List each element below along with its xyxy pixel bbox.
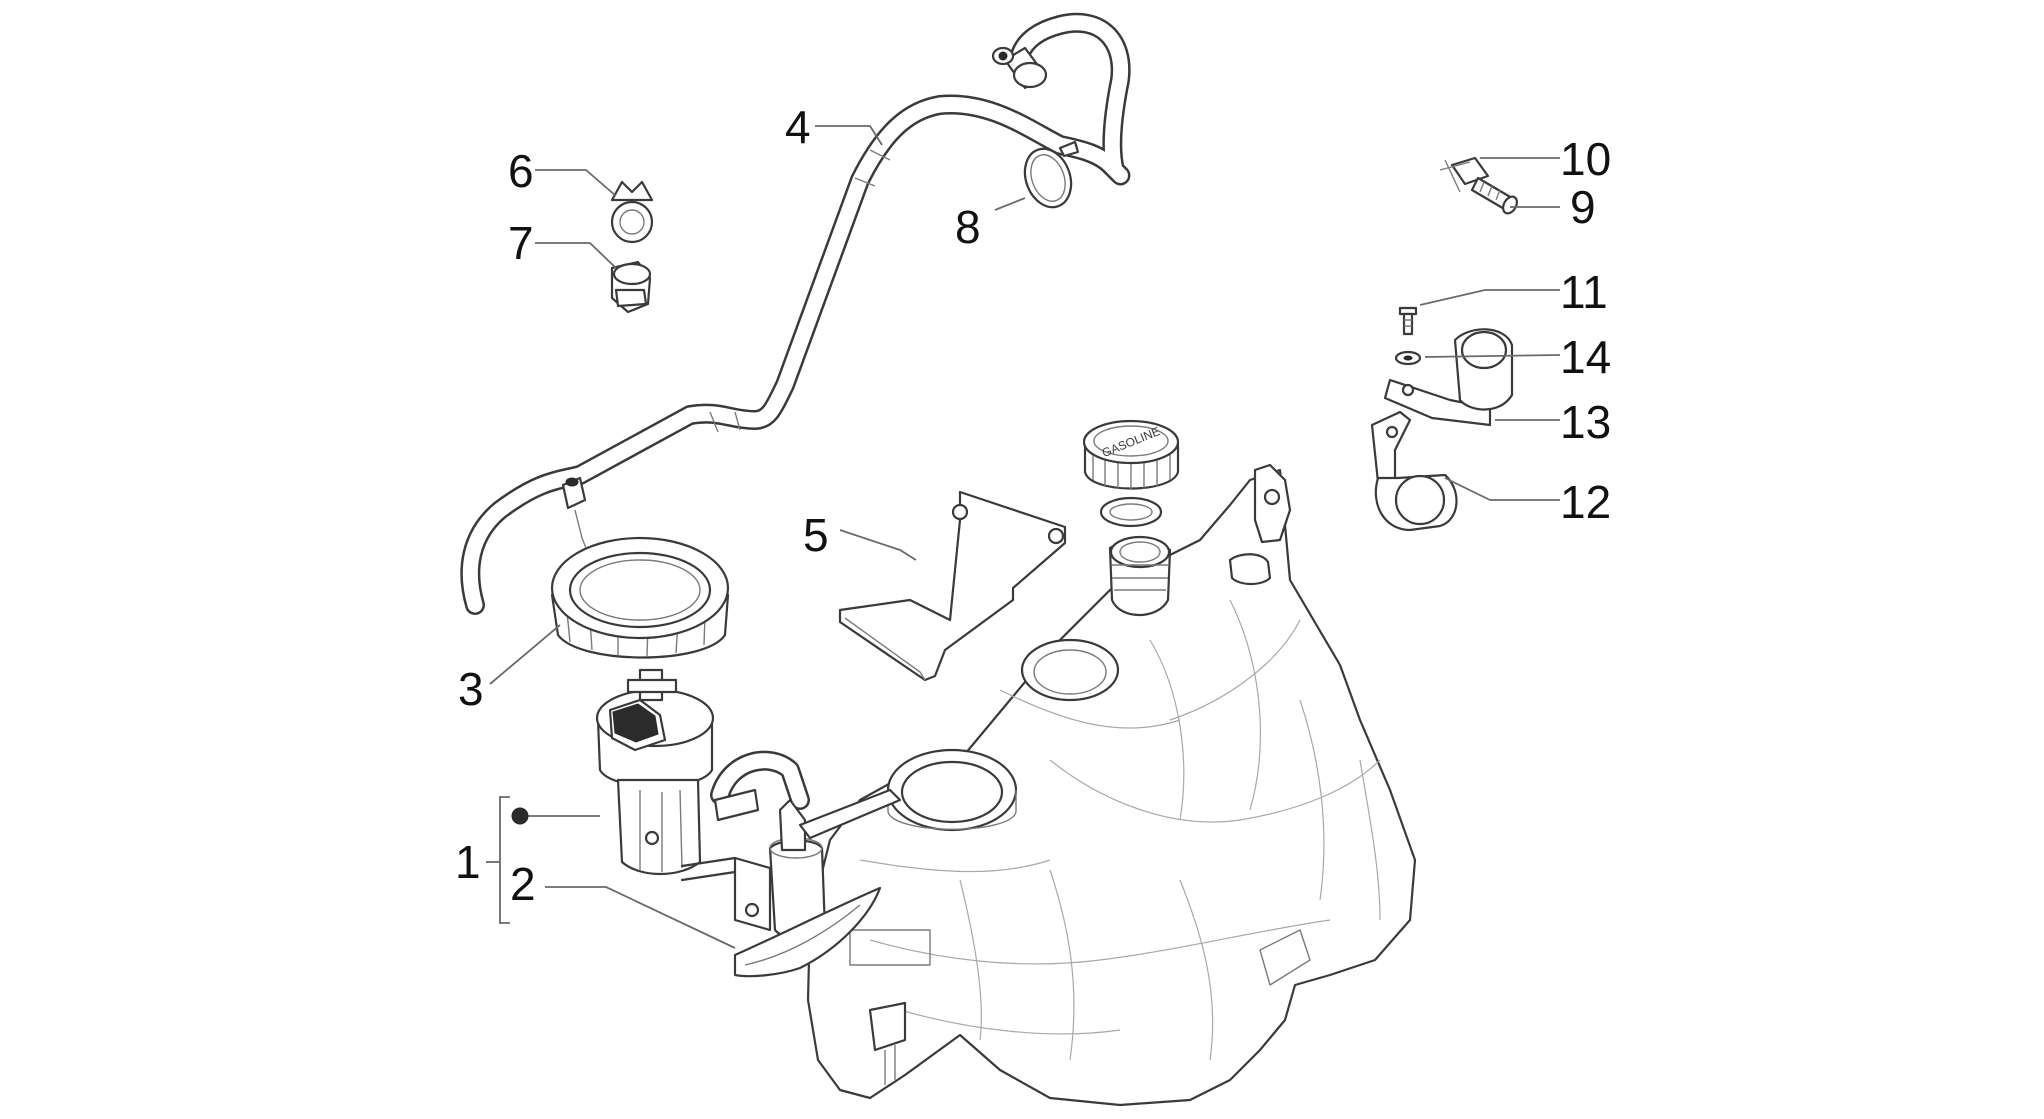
callout-10: 10 (1560, 133, 1611, 185)
callout-14: 14 (1560, 331, 1611, 383)
hose-clamp (1023, 140, 1080, 209)
clip-7 (610, 260, 652, 314)
callout-4: 4 (785, 101, 811, 153)
lock-ring (550, 536, 730, 659)
callout-11: 11 (1560, 266, 1608, 318)
callout-1: 1 (455, 836, 481, 888)
callout-6: 6 (508, 145, 534, 197)
callout-7: 7 (508, 217, 534, 269)
callout-labels: 1 2 3 4 5 6 7 8 9 10 11 14 13 12 (455, 101, 1611, 910)
screw-nut (1439, 156, 1518, 215)
leader-lines (486, 125, 1561, 949)
fuel-tank (806, 463, 1417, 1107)
fuel-cap: GASOLINE (1082, 419, 1180, 528)
callout-13: 13 (1560, 396, 1611, 448)
callout-9: 9 (1570, 181, 1596, 233)
callout-2: 2 (510, 858, 536, 910)
bracket-assembly (1370, 306, 1514, 532)
bracket-plate (838, 490, 1067, 682)
callout-8: 8 (955, 201, 981, 253)
clip-6 (610, 180, 654, 244)
callout-12: 12 (1560, 476, 1611, 528)
fuel-hose (460, 12, 1131, 615)
callout-3: 3 (458, 663, 484, 715)
fuel-pump-assembly (595, 668, 902, 978)
callout-5: 5 (803, 509, 829, 561)
